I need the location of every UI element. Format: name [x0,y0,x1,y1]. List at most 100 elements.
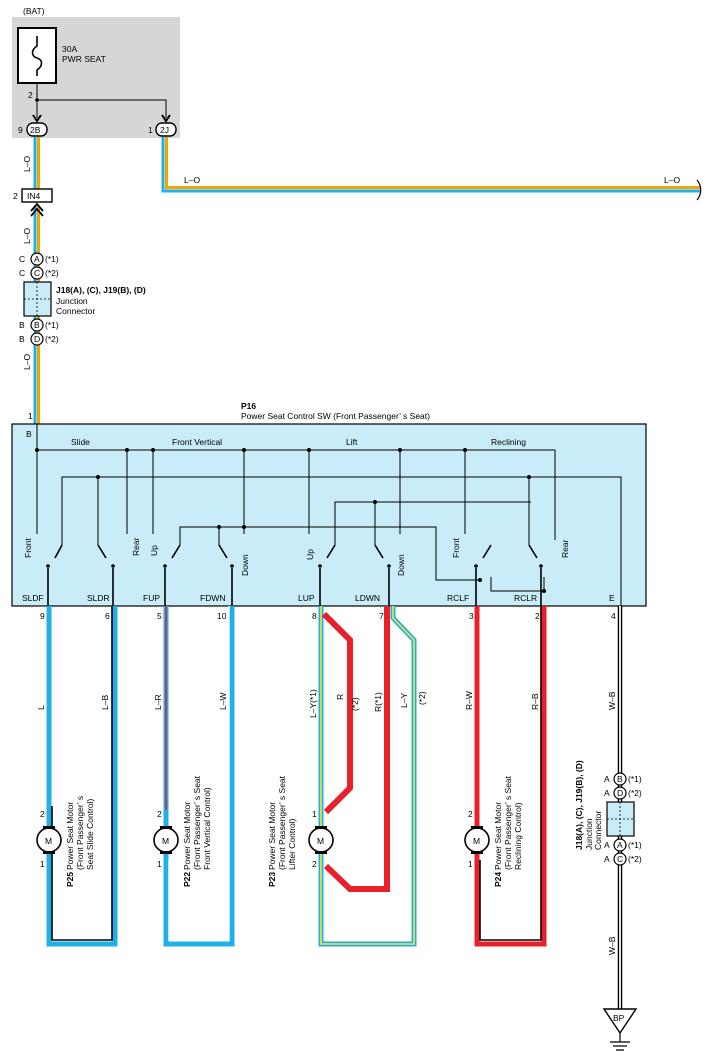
wire-reclining-loop [474,606,547,947]
pin-fup: 5 [157,611,162,621]
pin-rclf: 3 [469,611,474,621]
terminal-fup: FUP [143,593,160,603]
terminal-sldf: SLDF [22,593,44,603]
jc-top-pin-2-code: C [34,268,40,278]
connector-2J-pin: 1 [148,125,153,135]
wire-label-below-in4: L–O [22,228,32,244]
wire-continuation-mark [696,179,702,201]
terminal-rclf: RCLF [447,593,469,603]
terminal-lup: LUP [298,593,315,603]
jc-top-pin-3-code: B [34,320,40,330]
terminal-rclr: RCLR [514,593,537,603]
connector-2B [26,122,48,137]
wire-label-l: L [36,705,46,710]
ground-icon [610,1041,630,1051]
pin-rclr: 2 [535,611,540,621]
wire-label-r-1: R(*1) [373,692,383,712]
jc-bottom-pin-1-note: (*1) [628,774,642,784]
connector-in4: IN4 2 [13,188,53,217]
motor-p22-l2: (Front Passenger’ s Seat [192,775,202,870]
jc-top-pin-1-side: C [19,254,25,264]
motor-p25-symbol: M [45,836,52,846]
motor-p23-l1: Power Seat Motor [267,802,277,870]
group-front-vertical: Front Vertical [172,437,222,447]
switch-entry-pin: 1 [28,411,33,421]
in4-pin: 2 [13,191,18,201]
motor-p24-l1: Power Seat Motor [493,802,503,870]
wire-label-r: R [335,694,345,700]
wire-label-w-b-ground: W–B [607,936,617,955]
connector-2B-pin: 9 [18,125,23,135]
pin-lup: 8 [312,611,317,621]
wire-label-h-right: L–O [664,175,680,185]
ground-label: BP [613,1013,625,1023]
motor-p24-l2: (Front Passenger’ s Seat [503,775,513,870]
motor-p22: M 2 1 P22 Power Seat Motor (Front Passen… [153,775,212,887]
jc-top-line2: Connector [56,306,95,316]
switch-name: Power Seat Control SW (Front Passenger’ … [241,411,430,421]
motor-p24-pin-top: 2 [468,809,473,819]
jc-top-pin-2-note: (*2) [45,268,59,278]
pin-fdwn: 10 [217,611,227,621]
contact-down-lift: Down [396,554,406,576]
wire-label-main-top: L–O [22,156,32,172]
ground-point: BP [602,1008,638,1051]
motor-p23-l2: (Front Passenger’ s Seat [277,775,287,870]
jc-bottom-pin-2-note: (*2) [628,788,642,798]
fuse-icon [31,36,43,76]
ground-triangle [602,1008,638,1035]
power-panel: (BAT) 30A PWR SEAT 2 2B 9 2J 1 [12,6,180,138]
jc-top-pin-4-code: D [34,334,40,344]
jc-bottom-pin-1-code: B [617,774,623,784]
connector-arrow-left [32,114,42,123]
jc-top-pin-2-side: C [19,268,25,278]
connector-2J-label: 2J [160,125,169,135]
wire-label-l-y: L–Y [399,693,409,708]
motor-p23-symbol: M [317,836,324,846]
jc-top-line1: Junction [56,296,88,306]
motor-p23-pin-bottom: 2 [312,859,317,869]
jc-top-pin-1-note: (*1) [45,254,59,264]
wire-label-w-b: W–B [607,691,617,710]
wire-l-o-horizontal [161,137,702,201]
motor-p24: M 2 1 P24 Power Seat Motor (Front Passen… [464,775,523,887]
connector-2B-label: 2B [30,125,41,135]
motor-p25-l2: (Front Passenger’ s [75,796,85,870]
terminal-sldr: SLDR [87,593,110,603]
motor-p22-code: P22 [182,872,192,887]
wire-front-vertical-loop [163,606,235,947]
motor-p25-l3: Seat Slide Control) [85,798,95,870]
group-reclining: Reclining [491,437,526,447]
wire-label-below-jc: L–O [22,354,32,370]
in4-label: IN4 [27,191,41,201]
wire-l-o-main [33,137,40,424]
connector-2J [155,122,177,137]
wire-label-l-y-note: (*2) [417,691,427,705]
motor-p22-l1: Power Seat Motor [182,802,192,870]
contact-up-lift: Up [305,549,315,560]
motor-p24-code: P24 [493,872,503,887]
wire-label-l-y-1: L–Y(*1) [308,689,318,718]
motor-p22-pin-top: 2 [157,809,162,819]
junction-connector-top: A C (*1) C C (*2) B B (*1) D B (*2) J18(… [19,252,146,346]
jc-bottom-pin-2-side: A [604,788,610,798]
group-lift: Lift [346,437,358,447]
connector-arrow-right [161,114,171,123]
switch-box [11,423,647,607]
wire-label-h-left: L–O [184,175,200,185]
motor-p25-l1: Power Seat Motor [65,802,75,870]
jc-top-pin-1-code: A [34,254,40,264]
wire-label-l-b: L–B [100,695,110,710]
switch-corner-label: B [26,429,32,439]
contact-front-recline: Front [451,538,461,558]
group-slide: Slide [71,437,90,447]
jc-bottom-pin-2-code: D [617,788,623,798]
wire-label-l-r: L–R [153,694,163,710]
jc-top-pin-3-note: (*1) [45,320,59,330]
switch-code: P16 [241,401,256,411]
motor-p22-symbol: M [162,836,169,846]
motor-p24-symbol: M [473,836,480,846]
terminal-fdwn: FDWN [200,593,226,603]
jc-bottom-pin-3-note: (*1) [628,840,642,850]
wire-label-r-note: (*2) [350,697,360,711]
